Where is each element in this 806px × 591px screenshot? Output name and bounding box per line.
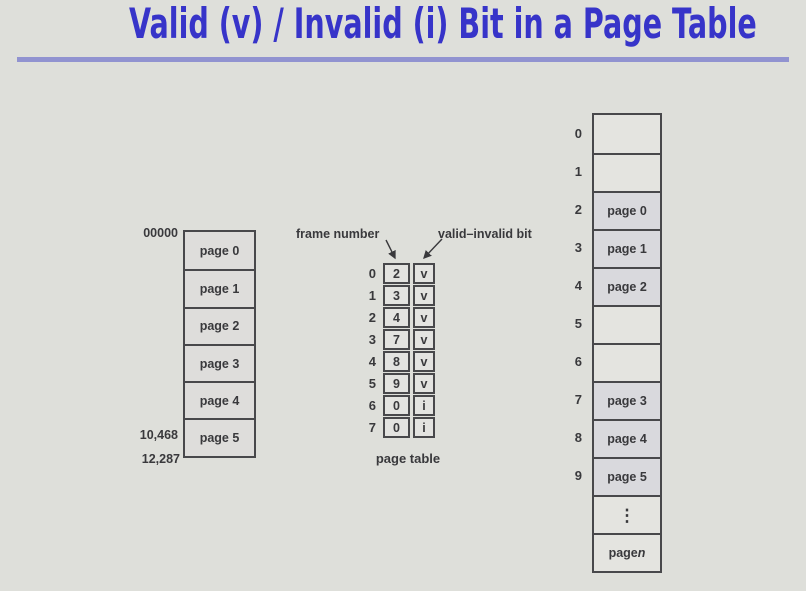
logical-page-cell: page 1 (185, 269, 254, 307)
page-table-grid: 2 v 3 v 4 v 7 v 8 v 9 v 0 i 0 i (383, 263, 435, 438)
frame-number-cell: 0 (383, 417, 410, 438)
pointer-arrows-icon (385, 238, 443, 260)
memory-frame (594, 115, 660, 153)
vertical-ellipsis-icon: ⋮ (618, 505, 636, 525)
frame-number-cell: 7 (383, 329, 410, 350)
valid-invalid-bit-cell: i (413, 417, 435, 438)
logical-start-address: 00000 (143, 226, 178, 240)
memory-frame (594, 343, 660, 381)
frame-index: 9 (574, 468, 582, 483)
valid-invalid-bit-cell: v (413, 263, 435, 284)
page-table-index: 2 (368, 310, 376, 325)
memory-frame: page 1 (594, 229, 660, 267)
frame-index: 3 (574, 240, 582, 255)
valid-invalid-bit-cell: i (413, 395, 435, 416)
frame-index: 4 (574, 278, 582, 293)
page-table-index: 3 (368, 332, 376, 347)
logical-page-cell: page 5 (185, 418, 254, 456)
memory-frame: page 2 (594, 267, 660, 305)
logical-page-cell: page 0 (185, 232, 254, 270)
valid-invalid-bit-cell: v (413, 285, 435, 306)
title-underline (17, 57, 789, 62)
memory-frame: page 5 (594, 457, 660, 495)
valid-invalid-bit-cell: v (413, 373, 435, 394)
memory-frame-page-n: page n (594, 533, 660, 571)
frame-number-cell: 3 (383, 285, 410, 306)
frame-number-cell: 9 (383, 373, 410, 394)
frame-index: 6 (574, 354, 582, 369)
page-table-index: 0 (368, 266, 376, 281)
frame-index: 8 (574, 430, 582, 445)
logical-memory-column: page 0 page 1 page 2 page 3 page 4 page … (183, 230, 256, 458)
page-table-index: 7 (368, 420, 376, 435)
frame-index: 7 (574, 392, 582, 407)
frame-index: 5 (574, 316, 582, 331)
frame-index: 2 (574, 202, 582, 217)
page-table-index: 6 (368, 398, 376, 413)
frame-number-cell: 4 (383, 307, 410, 328)
logical-page-cell: page 3 (185, 343, 254, 382)
page-title: Valid (v) / Invalid (i) Bit in a Page Ta… (128, 0, 757, 48)
valid-invalid-bit-cell: v (413, 351, 435, 372)
frame-number-label: frame number (296, 227, 380, 241)
memory-frame (594, 153, 660, 191)
page-n-variable: n (637, 546, 646, 560)
logical-page-cell: page 4 (185, 381, 254, 419)
page-table-index: 1 (368, 288, 376, 303)
valid-invalid-bit-cell: v (413, 307, 435, 328)
page-n-prefix: page (608, 546, 638, 560)
memory-frame: page 4 (594, 419, 660, 457)
valid-invalid-bit-label: valid–invalid bit (438, 227, 532, 241)
page-table-indexes: 0 1 2 3 4 5 6 7 (354, 263, 376, 439)
frame-index: 1 (574, 164, 582, 179)
page-table-caption: page table (375, 451, 441, 466)
frame-number-cell: 8 (383, 351, 410, 372)
memory-frame-ellipsis: ⋮ (594, 495, 660, 533)
frame-number-cell: 0 (383, 395, 410, 416)
logical-address-12287: 12,287 (141, 452, 180, 466)
frame-number-cell: 2 (383, 263, 410, 284)
frame-index: 0 (574, 126, 582, 141)
physical-frame-indexes: 0 1 2 3 4 5 6 7 8 9 (556, 115, 582, 495)
page-table-index: 4 (368, 354, 376, 369)
logical-address-10468: 10,468 (139, 428, 178, 442)
page-table-index: 5 (368, 376, 376, 391)
memory-frame: page 3 (594, 381, 660, 419)
physical-memory-column: page 0 page 1 page 2 page 3 page 4 page … (592, 113, 662, 573)
memory-frame: page 0 (594, 191, 660, 229)
logical-page-cell: page 2 (185, 306, 254, 344)
memory-frame (594, 305, 660, 343)
valid-invalid-bit-cell: v (413, 329, 435, 350)
